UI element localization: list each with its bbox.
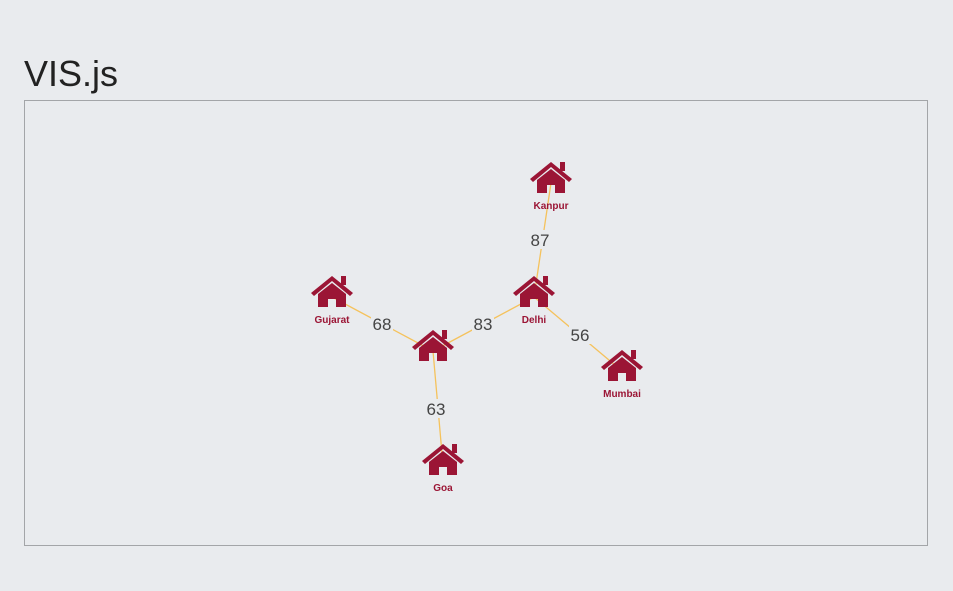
home-icon bbox=[530, 162, 572, 193]
node-kanpur[interactable]: Kanpur bbox=[530, 162, 572, 212]
edge-label-gujarat-hub: 68 bbox=[373, 315, 392, 334]
home-icon bbox=[412, 330, 454, 361]
edge-label-delhi-mumbai: 56 bbox=[571, 326, 590, 345]
edge-label-background bbox=[425, 399, 447, 418]
home-icon bbox=[601, 350, 643, 381]
home-icon bbox=[311, 276, 353, 307]
edge-label-hub-goa: 63 bbox=[427, 400, 446, 419]
home-icon bbox=[513, 276, 555, 307]
home-icon bbox=[422, 444, 464, 475]
node-mumbai[interactable]: Mumbai bbox=[601, 350, 643, 400]
node-label-delhi: Delhi bbox=[522, 315, 547, 326]
node-label-goa: Goa bbox=[433, 483, 453, 494]
edge-labels-layer: 87 83 68 56 63 bbox=[371, 230, 591, 419]
edge-label-delhi-kanpur: 87 bbox=[531, 231, 550, 250]
node-goa[interactable]: Goa bbox=[422, 444, 464, 494]
node-delhi[interactable]: Delhi bbox=[513, 276, 555, 326]
node-label-mumbai: Mumbai bbox=[603, 389, 641, 400]
node-gujarat[interactable]: Gujarat bbox=[311, 276, 353, 326]
node-label-gujarat: Gujarat bbox=[314, 315, 350, 326]
edge-label-background bbox=[569, 325, 591, 344]
node-label-kanpur: Kanpur bbox=[534, 201, 569, 212]
node-hub[interactable] bbox=[412, 330, 454, 361]
edge-label-background bbox=[529, 230, 551, 249]
edge-label-hub-delhi: 83 bbox=[474, 315, 493, 334]
page-title: VIS.js bbox=[24, 53, 119, 94]
edge-label-background bbox=[371, 314, 393, 333]
edge-label-background bbox=[472, 314, 494, 333]
